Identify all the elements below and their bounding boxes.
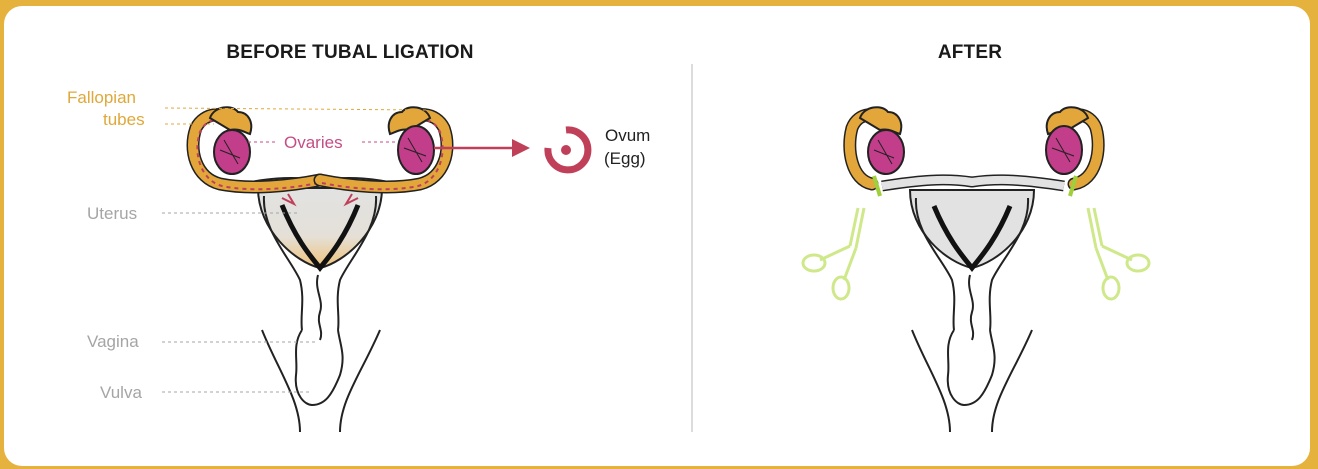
before-anatomy [193,107,447,432]
clamp-icon [803,208,864,299]
after-anatomy [850,107,1098,432]
ovum-icon [548,130,588,170]
clamp-icon [1088,208,1149,299]
